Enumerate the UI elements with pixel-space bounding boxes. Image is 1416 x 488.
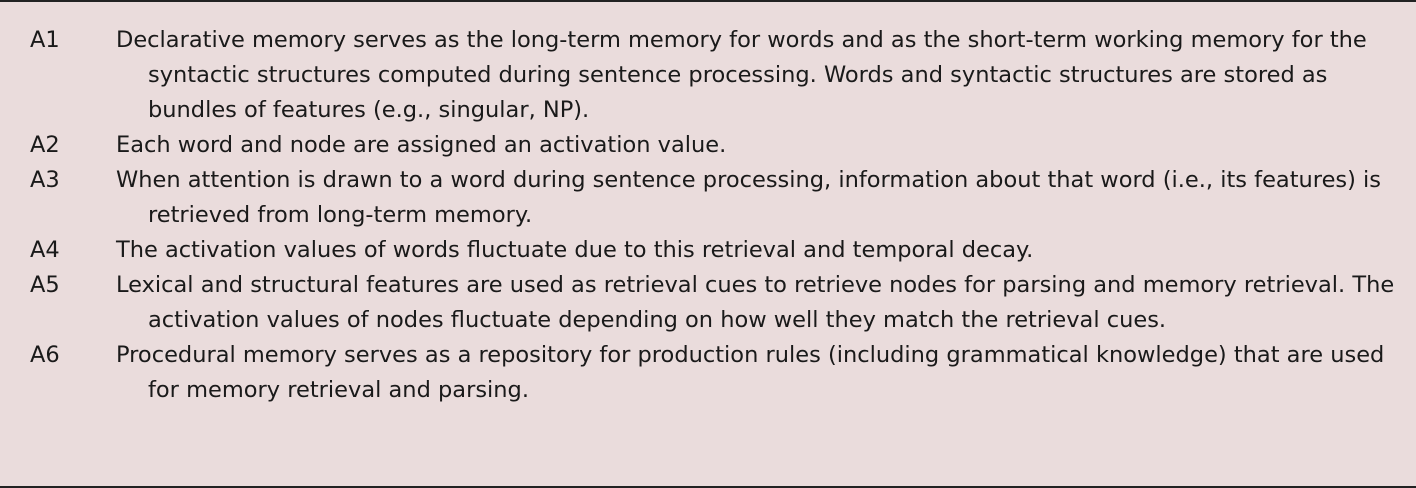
assumption-row-a6: A6 Procedural memory serves as a reposit…	[0, 338, 1416, 408]
assumption-row-a3: A3 When attention is drawn to a word dur…	[0, 163, 1416, 233]
assumption-row-a1: A1 Declarative memory serves as the long…	[0, 23, 1416, 128]
assumption-label: A6	[30, 342, 60, 368]
assumption-text: Lexical and structural features are used…	[116, 272, 1395, 333]
assumption-label: A3	[30, 167, 60, 193]
assumption-text: Declarative memory serves as the long-te…	[116, 27, 1367, 123]
assumption-text: The activation values of words fluctuate…	[116, 237, 1034, 263]
assumption-text: Each word and node are assigned an activ…	[116, 132, 727, 158]
assumption-label: A4	[30, 237, 60, 263]
assumption-text: When attention is drawn to a word during…	[116, 167, 1382, 228]
assumption-label: A5	[30, 272, 60, 298]
assumption-row-a2: A2 Each word and node are assigned an ac…	[0, 128, 1416, 163]
assumption-text: Procedural memory serves as a repository…	[116, 342, 1385, 403]
assumption-label: A2	[30, 132, 60, 158]
assumption-label: A1	[30, 27, 60, 53]
assumption-row-a5: A5 Lexical and structural features are u…	[0, 268, 1416, 338]
assumption-row-a4: A4 The activation values of words fluctu…	[0, 233, 1416, 268]
